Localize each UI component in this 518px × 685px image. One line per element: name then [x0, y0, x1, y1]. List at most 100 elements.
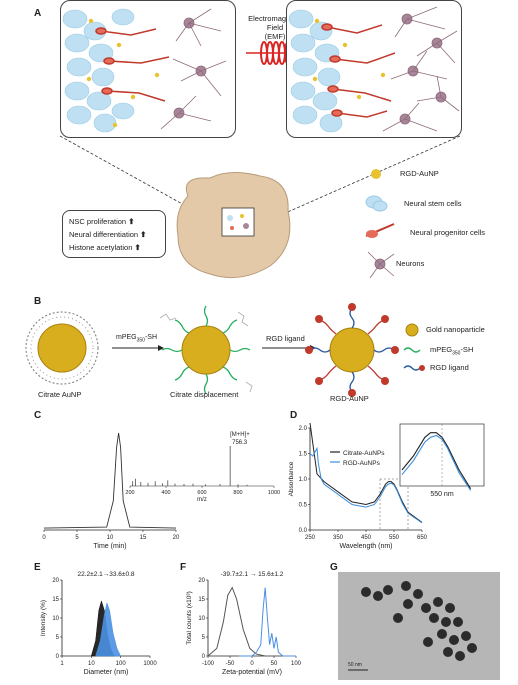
legend-label: RGD-AuNPs	[343, 460, 381, 467]
x-tick-label: 1000	[143, 661, 157, 667]
ms-peak-value: 756.3	[232, 440, 248, 446]
neural-progenitor-cell-icon	[365, 223, 395, 238]
zoom-region	[379, 478, 409, 531]
effect-text: Histone acetylation	[69, 243, 133, 252]
y-tick-label: 0.0	[299, 528, 308, 534]
x-tick-label: 100	[116, 661, 127, 667]
y-tick-label: 10	[198, 616, 205, 622]
legend-rgd-aunp: RGD-AuNP	[400, 169, 439, 178]
tissue-before-box	[60, 0, 236, 138]
y-tick-label: 15	[198, 597, 205, 603]
y-tick-label: 0	[202, 654, 206, 660]
legend-gold-nanoparticle: Gold nanoparticle	[426, 325, 485, 334]
x-tick-label: 650	[417, 535, 428, 541]
x-tick-label: 250	[305, 535, 316, 541]
y-axis-label: Absorbance	[288, 461, 295, 496]
effect-text: Neural differentiation	[69, 230, 139, 239]
inset-x-tick-label: 200	[125, 490, 134, 496]
effect-item: Histone acetylation ⬆	[69, 241, 159, 254]
x-tick-label: 15	[140, 535, 147, 541]
zeta-trace	[207, 586, 266, 657]
neural-tissue-after	[288, 6, 460, 133]
y-axis-label: Total counts (x10³)	[186, 591, 193, 644]
up-arrow-icon: ⬆	[140, 230, 147, 239]
hplc-trace	[43, 432, 177, 529]
rgd-aunp-icon	[371, 169, 381, 179]
x-tick-label: 50	[271, 661, 278, 667]
panel-label-a: A	[34, 8, 42, 19]
x-tick-label: -50	[226, 661, 235, 667]
x-tick-label: 20	[173, 535, 180, 541]
x-tick-label: 350	[333, 535, 344, 541]
x-tick-label: 1	[60, 661, 64, 667]
y-tick-label: 5	[56, 635, 60, 641]
ms-peak-label: [M+H]+	[230, 432, 250, 438]
x-axis-label: Wavelength (nm)	[339, 543, 392, 550]
neural-tissue-before	[62, 8, 227, 133]
x-tick-label: 550	[389, 535, 400, 541]
y-tick-label: 1.0	[299, 477, 308, 483]
zeta-trace	[238, 587, 296, 657]
tem-image: 50 nm	[338, 572, 500, 680]
citrate-aunp-icon	[25, 311, 99, 385]
y-tick-label: 15	[52, 597, 59, 603]
inset-x-tick-label: 400	[161, 490, 170, 496]
y-tick-label: 0.5	[299, 503, 308, 509]
zoom-lines	[59, 135, 461, 227]
effects-box: NSC proliferation ⬆ Neural differentiati…	[62, 210, 166, 258]
arrow1-sub: 350	[136, 337, 145, 344]
effect-text: NSC proliferation	[69, 217, 127, 226]
x-tick-label: 450	[361, 535, 372, 541]
panel-label-d: D	[290, 410, 298, 421]
emf-label-line-2: (EMF)	[264, 32, 286, 41]
x-tick-label: 10	[107, 535, 114, 541]
effect-item: Neural differentiation ⬆	[69, 228, 159, 241]
legend-a-icons	[365, 169, 395, 279]
x-tick-label: 100	[291, 661, 302, 667]
arrow1-text: mPEG	[116, 334, 137, 341]
arrow1-label: mPEG350-SH	[116, 334, 157, 343]
up-arrow-icon: ⬆	[128, 217, 135, 226]
rgd-aunp-scheme-icon	[305, 303, 399, 397]
arrow1-suffix: -SH	[144, 334, 158, 341]
tissue-after-box	[286, 0, 462, 138]
emf-label-line-1: Electromagnetic Field	[248, 14, 302, 32]
y-tick-label: 2.0	[299, 426, 308, 432]
citrate-aunp-label: Citrate AuNP	[38, 390, 82, 399]
neural-stem-cell-icon	[365, 195, 388, 212]
peak-annotation: 550 nm	[430, 491, 454, 498]
inset-trace	[401, 432, 472, 489]
legend-rgd-ligand: RGD ligand	[430, 363, 469, 372]
x-tick-label: -100	[202, 661, 215, 667]
dls-distribution	[95, 601, 122, 657]
y-tick-label: 10	[52, 616, 59, 622]
y-tick-label: 0	[56, 654, 60, 660]
rgd-aunp-label: RGD-AuNP	[330, 394, 369, 403]
inset-trace	[401, 434, 472, 491]
nanoparticle-cluster	[361, 581, 477, 661]
panel-b-scheme	[25, 303, 425, 397]
x-tick-label: 0	[42, 535, 46, 541]
inset-x-tick-label: 600	[197, 490, 206, 496]
y-tick-label: 20	[52, 578, 59, 584]
arrow2-label: RGD ligand	[266, 334, 305, 343]
y-tick-label: 1.5	[299, 452, 308, 458]
legend-peg-sub: 350	[452, 350, 461, 357]
rgd-ligand-icon	[403, 365, 421, 371]
chart-title: 22.2±2.1→33.6±0.8	[77, 571, 134, 578]
legend-peg: mPEG350-SH	[430, 345, 473, 357]
legend-peg-suffix: -SH	[460, 345, 474, 354]
y-axis-label: Intensity (%)	[40, 600, 47, 636]
x-axis-label: Time (min)	[93, 543, 126, 550]
panel-label-e: E	[34, 562, 41, 573]
panel-label-b: B	[34, 296, 42, 307]
peg-icon	[403, 347, 421, 353]
emf-label: Electromagnetic Field (EMF)	[240, 14, 310, 41]
citrate-displacement-label: Citrate displacement	[170, 390, 239, 399]
inset-x-tick-label: 1000	[268, 490, 280, 496]
chart-title: -39.7±2.1 → 15.6±1.2	[221, 571, 284, 578]
neuron-icon	[367, 251, 395, 279]
panel-label-c: C	[34, 410, 42, 421]
x-axis-label: Zeta-potential (mV)	[222, 669, 282, 676]
